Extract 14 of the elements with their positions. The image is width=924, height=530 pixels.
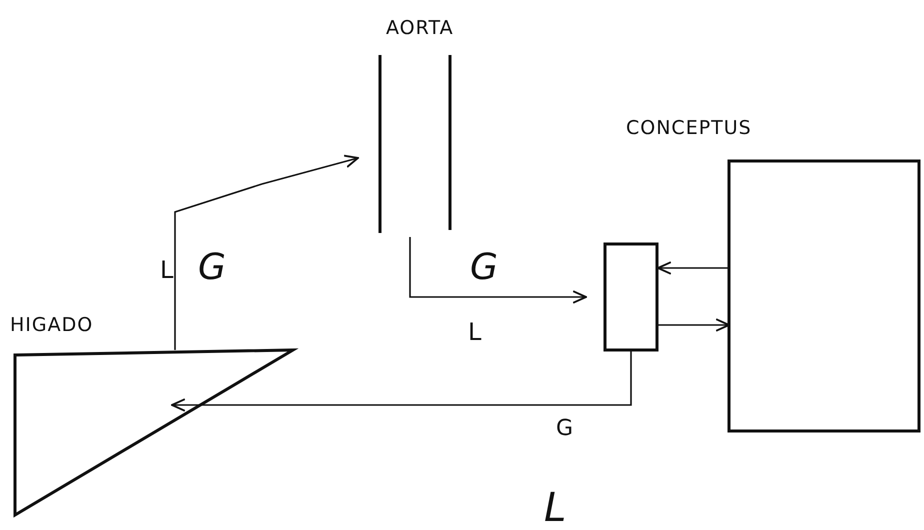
substance-label: L <box>160 258 174 282</box>
organ-label: HIGADO <box>10 314 94 336</box>
substance-label: L <box>544 488 566 528</box>
substance-label: G <box>198 250 226 286</box>
arrow <box>658 318 730 332</box>
arrow <box>174 154 359 350</box>
arrow <box>409 237 587 304</box>
organ-label: AORTA <box>386 17 454 39</box>
organ-label: CONCEPTUS <box>626 117 752 139</box>
substance-label: G <box>470 250 498 286</box>
arrow <box>657 261 729 275</box>
arrow <box>171 351 632 412</box>
substance-label: G <box>556 418 574 440</box>
substance-label: L <box>468 320 482 344</box>
